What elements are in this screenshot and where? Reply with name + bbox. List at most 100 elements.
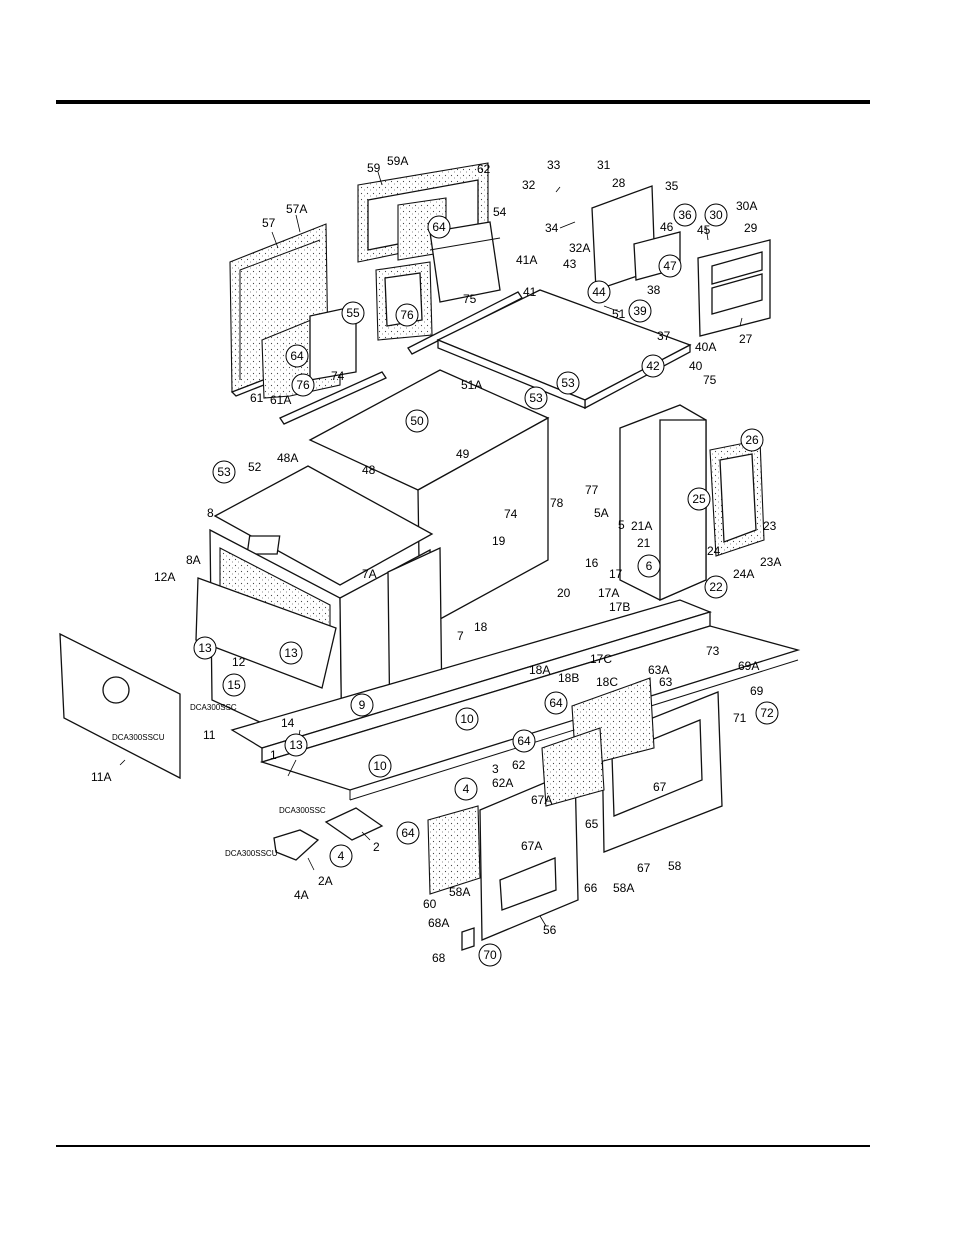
label-7A: 7A <box>362 567 377 581</box>
label-2: 2 <box>373 840 380 854</box>
label-11A: 11A <box>91 770 111 784</box>
callout-76a: 76 <box>395 303 419 327</box>
callout-42: 42 <box>641 354 665 378</box>
callout-55: 55 <box>341 301 365 325</box>
latch-68 <box>461 927 475 951</box>
label-23: 23 <box>763 519 777 533</box>
label-32: 32 <box>522 178 536 192</box>
label-8: 8 <box>207 506 214 520</box>
callout-13a: 13 <box>193 636 217 660</box>
label-61A: 61A <box>270 393 291 407</box>
label-78: 78 <box>550 496 564 510</box>
label-12: 12 <box>232 655 246 669</box>
label-65: 65 <box>585 817 599 831</box>
callout-50-label: 50 <box>410 414 424 428</box>
label-57A: 57A <box>286 202 307 216</box>
part-number-labels: 59 59A 62 54 57 57A 75 61 61A 74 33 31 3… <box>91 154 781 965</box>
label-14: 14 <box>281 716 295 730</box>
callout-9: 9 <box>350 693 374 717</box>
label-24: 24 <box>707 544 721 558</box>
callout-64a-label: 64 <box>432 220 446 234</box>
label-41: 41 <box>523 285 537 299</box>
callout-22: 22 <box>704 575 728 599</box>
label-68A: 68A <box>428 916 449 930</box>
callout-30-label: 30 <box>709 208 723 222</box>
label-52: 52 <box>248 460 262 474</box>
label-17: 17 <box>609 567 623 581</box>
callout-53b: 53 <box>524 386 548 410</box>
label-29: 29 <box>744 221 758 235</box>
callout-47-label: 47 <box>663 259 677 273</box>
label-63: 63 <box>659 675 673 689</box>
panel-11A <box>59 632 181 780</box>
label-38: 38 <box>647 283 661 297</box>
callout-39: 39 <box>628 299 652 323</box>
label-77: 77 <box>585 483 599 497</box>
callout-55-label: 55 <box>346 306 360 320</box>
label-18: 18 <box>474 620 488 634</box>
callout-64c: 64 <box>544 691 568 715</box>
label-33: 33 <box>547 158 561 172</box>
leader-lines <box>119 171 743 927</box>
callout-36: 36 <box>673 203 697 227</box>
callout-25-label: 25 <box>692 492 706 506</box>
label-48: 48 <box>362 463 376 477</box>
label-5: 5 <box>618 518 625 532</box>
model-code-labels: DCA300SSCU DCA300SSC DCA300SSC DCA300SSC… <box>112 703 326 858</box>
label-16: 16 <box>585 556 599 570</box>
callout-64d: 64 <box>512 729 536 753</box>
callout-15-label: 15 <box>227 678 241 692</box>
callout-64b: 64 <box>285 344 309 368</box>
label-43: 43 <box>563 257 577 271</box>
label-19: 19 <box>492 534 506 548</box>
panel-12 <box>195 577 337 689</box>
callout-53a: 53 <box>556 371 580 395</box>
label-54: 54 <box>493 205 507 219</box>
panel-56 <box>479 769 579 941</box>
callout-6: 6 <box>637 554 661 578</box>
label-1: 1 <box>270 748 277 762</box>
side-box-21 <box>619 404 707 601</box>
label-67A-b: 67A <box>521 839 542 853</box>
model-code-dca300ssc-a: DCA300SSC <box>190 703 237 712</box>
callout-4b: 4 <box>329 844 353 868</box>
callout-42-label: 42 <box>646 359 660 373</box>
label-4A: 4A <box>294 888 309 902</box>
label-35: 35 <box>665 179 679 193</box>
footer-rule <box>56 1145 870 1147</box>
callout-64e-label: 64 <box>401 826 415 840</box>
label-75a: 75 <box>463 292 477 306</box>
callout-64d-label: 64 <box>517 734 531 748</box>
callout-47: 47 <box>658 254 682 278</box>
callout-39-label: 39 <box>633 304 647 318</box>
callout-13b: 13 <box>279 641 303 665</box>
callout-13c-label: 13 <box>289 738 303 752</box>
callout-76b-label: 76 <box>296 378 310 392</box>
callout-13c: 13 <box>284 733 308 757</box>
label-32A: 32A <box>569 241 590 255</box>
duct-62 <box>427 727 605 895</box>
label-71: 71 <box>733 711 747 725</box>
label-30A: 30A <box>736 199 757 213</box>
callout-6-label: 6 <box>646 559 653 573</box>
callout-53c: 53 <box>212 460 236 484</box>
label-8A: 8A <box>186 553 201 567</box>
callout-26-label: 26 <box>745 433 759 447</box>
label-56: 56 <box>543 923 557 937</box>
callout-72: 72 <box>755 701 779 725</box>
label-21: 21 <box>637 536 651 550</box>
callout-13b-label: 13 <box>284 646 298 660</box>
callout-30: 30 <box>704 203 728 227</box>
callout-53a-label: 53 <box>561 376 575 390</box>
callout-36-label: 36 <box>678 208 692 222</box>
callout-64b-label: 64 <box>290 349 304 363</box>
rail-74 <box>279 371 387 425</box>
label-2A: 2A <box>318 874 333 888</box>
callout-10a: 10 <box>455 707 479 731</box>
callout-10b-label: 10 <box>373 759 387 773</box>
label-48A: 48A <box>277 451 298 465</box>
callout-10b: 10 <box>368 754 392 778</box>
callout-53b-label: 53 <box>529 391 543 405</box>
label-73: 73 <box>706 644 720 658</box>
label-17C: 17C <box>590 652 612 666</box>
